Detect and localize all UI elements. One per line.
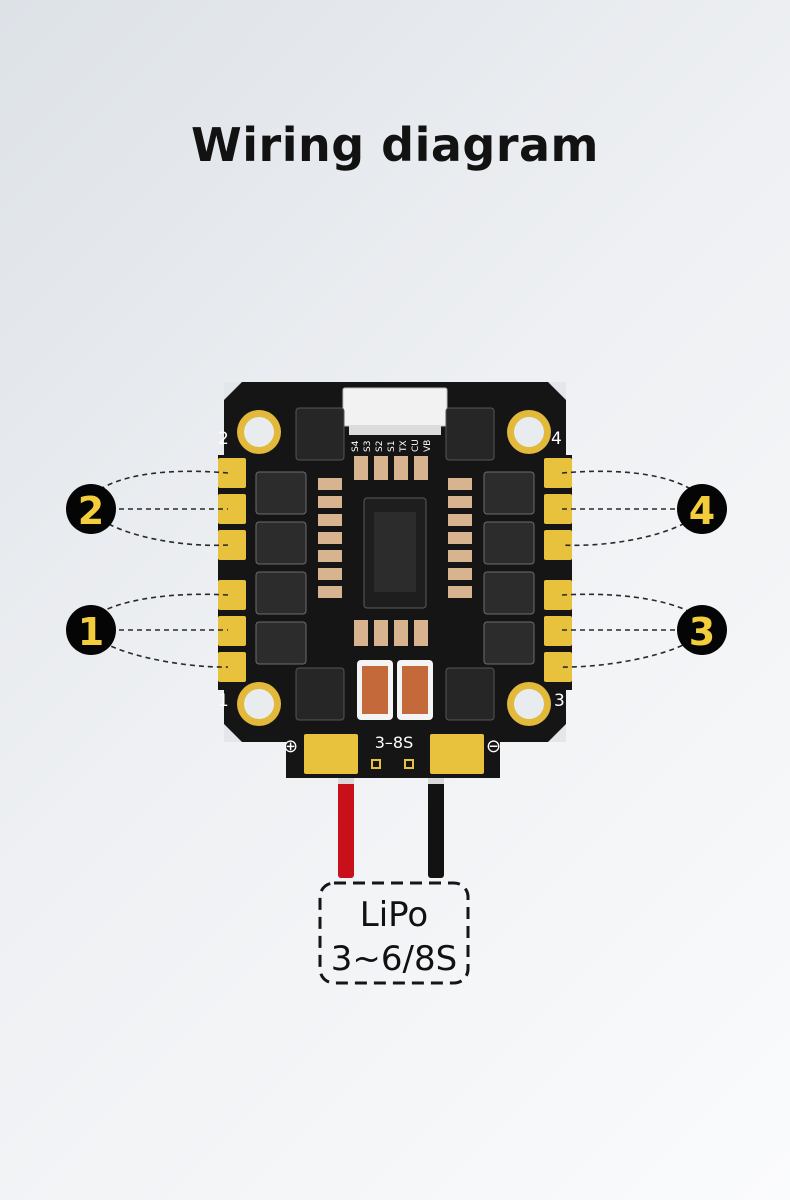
lipo-type: LiPo: [359, 895, 429, 935]
motor-marker-1: 1: [66, 605, 116, 655]
corner-label-1: 1: [218, 691, 229, 711]
motor-marker-3-label: 3: [689, 610, 715, 654]
mcu-chip: [363, 497, 427, 609]
battery-pads: [304, 734, 484, 774]
lipo-cell-range: 3~6/8S: [330, 939, 458, 979]
motor-marker-4: 4: [677, 484, 727, 534]
pin-label-s3: S3: [363, 441, 373, 452]
motor-marker-1-label: 1: [78, 610, 104, 654]
mosfets: [255, 471, 535, 665]
passive-components: [318, 456, 472, 646]
lipo-battery-label: LiPo 3~6/8S: [320, 893, 468, 981]
pin-label-s1: S1: [387, 441, 397, 452]
lipo-battery-box: [318, 881, 470, 985]
minus-terminal-icon: ⊖: [486, 736, 501, 757]
voltage-label: 3–8S: [375, 733, 414, 752]
negative-pad: [430, 734, 484, 774]
corner-label-3: 3: [554, 691, 565, 711]
connector-pin-labels: S4 S3 S2 S1 TX CU VB: [351, 439, 433, 453]
plus-terminal-icon: ⊕: [283, 736, 298, 757]
positive-pad: [304, 734, 358, 774]
battery-wires: [338, 770, 444, 878]
inductors: [357, 660, 433, 720]
motor-marker-2: 2: [66, 484, 116, 534]
pin-label-s2: S2: [375, 441, 385, 452]
motor-pads-right: [544, 458, 572, 682]
page-title: Wiring diagram: [191, 118, 599, 172]
positive-wire: [338, 778, 354, 878]
mounting-holes: [237, 410, 551, 726]
motor-marker-3: 3: [677, 605, 727, 655]
signal-connector: [342, 387, 448, 435]
pin-label-s4: S4: [351, 440, 361, 452]
motor-pads-left: [218, 458, 246, 682]
motor-marker-4-label: 4: [689, 489, 715, 533]
driver-chips: [295, 407, 495, 721]
corner-label-4: 4: [551, 429, 562, 449]
negative-wire: [428, 778, 444, 878]
pin-label-tx: TX: [399, 440, 409, 453]
pin-label-vb: VB: [423, 440, 433, 452]
pin-label-cu: CU: [411, 439, 421, 452]
motor-marker-2-label: 2: [78, 489, 104, 533]
corner-label-2: 2: [218, 429, 229, 449]
